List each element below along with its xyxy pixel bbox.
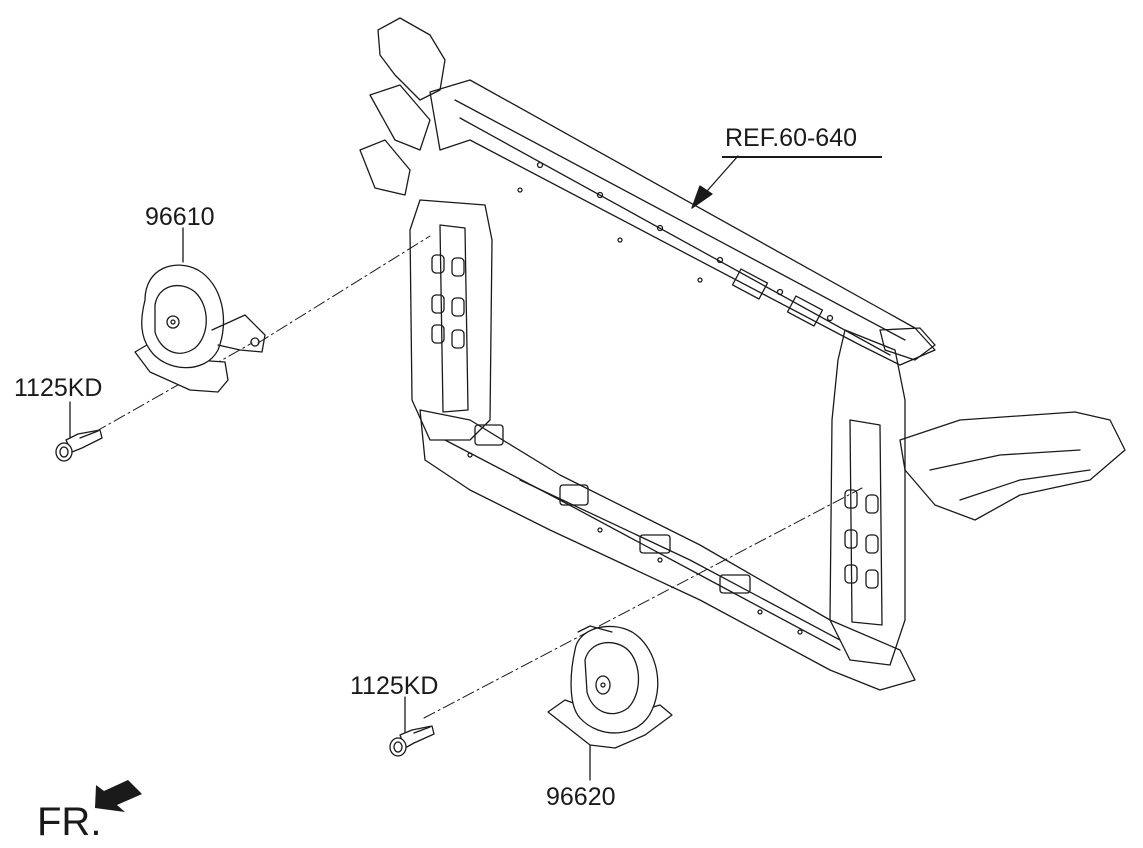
front-carrier-frame (359, 17, 1126, 691)
part-label-96620: 96620 (546, 783, 616, 811)
part-label-1125kd-upper: 1125KD (14, 374, 103, 402)
front-label: FR. (37, 800, 102, 844)
horn-96610 (134, 264, 266, 393)
bolt-upper (55, 429, 103, 462)
ref-underline (722, 156, 882, 158)
part-label-96610: 96610 (145, 203, 215, 231)
alignment-lines (94, 235, 863, 719)
part-label-1125kd-lower: 1125KD (350, 672, 439, 700)
ref-label: REF.60-640 (725, 124, 858, 152)
front-direction-arrow (95, 780, 142, 812)
horn-96620 (547, 625, 673, 749)
bolt-lower (389, 725, 435, 757)
leader-lines (69, 155, 739, 781)
